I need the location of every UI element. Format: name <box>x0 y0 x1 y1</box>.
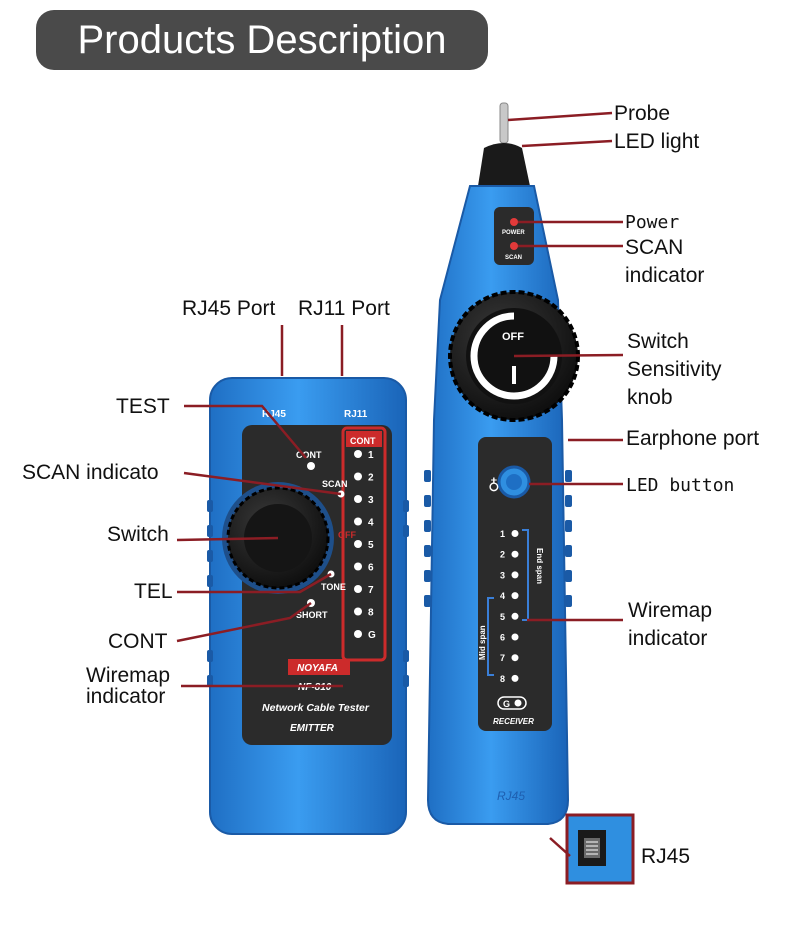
receiver-pin-label: 5 <box>500 612 505 622</box>
emitter-pin-led <box>354 630 362 638</box>
flashlight-icon: ♁ <box>488 476 500 495</box>
callout-probe: Probe <box>614 102 671 125</box>
emitter-pin-led <box>354 562 362 571</box>
callout-tel: TEL <box>134 580 173 603</box>
receiver-knob-off: OFF <box>502 331 524 343</box>
receiver-pin-led <box>511 571 519 579</box>
callout-cont: CONT <box>108 630 168 653</box>
receiver-pin-led <box>511 612 519 620</box>
emitter-role: EMITTER <box>290 723 335 734</box>
receiver-pin-label: 1 <box>500 529 505 539</box>
brand-badge <box>288 659 350 675</box>
callout-test: TEST <box>116 395 170 418</box>
rj45-inset <box>549 813 635 885</box>
receiver-scan-label: SCAN <box>505 255 522 261</box>
emitter-rj11-label: RJ11 <box>344 409 368 420</box>
receiver-pin-led <box>511 550 519 558</box>
callout-wiremap-right-line1: Wiremap <box>628 599 713 622</box>
emitter-pin-label: 1 <box>368 450 374 461</box>
receiver-rj45-mark: RJ45 <box>497 789 525 803</box>
receiver-pin-led <box>511 674 519 682</box>
emitter-pin-label: 7 <box>368 585 374 596</box>
callout-scan-indicator-right-line1: SCAN <box>625 236 684 259</box>
callout-scan-indicator-right: SCAN indicator <box>625 234 704 290</box>
receiver-wiremap-leds: 1 2 3 4 5 6 7 8 <box>500 529 519 684</box>
receiver-pin-led <box>511 654 519 662</box>
callout-led-button: LED button <box>626 475 735 496</box>
emitter-pin-label: 4 <box>368 518 374 529</box>
callout-wiremap-right-line2: indicator <box>628 627 708 650</box>
receiver-pin-label: 4 <box>500 591 505 601</box>
emitter-mode-scan: SCAN <box>322 479 348 489</box>
emitter-pin-label: 3 <box>368 495 374 506</box>
receiver-power-label: POWER <box>502 230 525 236</box>
emitter-wiremap-leds: 1 2 3 4 5 6 7 8G <box>354 450 376 641</box>
emitter-rj45-label: RJ45 <box>262 409 286 420</box>
receiver-pin-led <box>511 592 519 600</box>
callout-rj11-port: RJ11 Port <box>298 297 390 320</box>
receiver-pin-led <box>511 530 519 537</box>
emitter-pin-label: 2 <box>368 473 374 484</box>
emitter-pin-label: 6 <box>368 563 374 574</box>
emitter-mode-cont: CONT <box>296 450 322 460</box>
callout-wiremap-left-line2: indicator <box>86 685 166 708</box>
receiver-device: ♁ <box>424 102 580 825</box>
emitter-pin-led <box>354 585 362 593</box>
emitter-pin-label: 5 <box>368 540 374 551</box>
callout-wiremap-left: Wiremap indicator <box>86 665 170 707</box>
callout-switch-right-line2: Sensitivity <box>627 358 722 381</box>
callout-power: Power <box>625 212 680 233</box>
page-title: Products Description <box>36 10 488 70</box>
receiver-pin-label: 2 <box>500 550 505 560</box>
receiver-ground-label: G <box>503 699 510 709</box>
leader-lines <box>176 111 624 688</box>
receiver-pin-led <box>511 633 519 641</box>
callout-led-light: LED light <box>614 130 700 153</box>
emitter-pin-led <box>354 607 362 616</box>
emitter-pin-led <box>354 472 362 481</box>
brand-logo: NOYAFA <box>297 663 338 674</box>
receiver-pin-label: 3 <box>500 570 505 580</box>
callout-switch-right-line3: knob <box>627 386 673 409</box>
emitter-pin-label: G <box>368 630 376 641</box>
emitter-pin-led <box>354 450 362 458</box>
callout-switch: Switch <box>107 523 169 546</box>
emitter-pin-led <box>354 540 362 548</box>
emitter-cont-box-label: CONT <box>350 436 376 446</box>
callout-earphone-port: Earphone port <box>626 427 760 450</box>
callout-wiremap-left-line1: Wiremap <box>86 664 171 687</box>
emitter-mode-short: SHORT <box>296 610 328 620</box>
receiver-pin-label: 6 <box>500 633 505 643</box>
callout-scan-indicator-right-line2: indicator <box>625 264 705 287</box>
emitter-pin-led <box>354 517 362 526</box>
receiver-pin-label: 8 <box>500 674 505 684</box>
callout-rj45-port: RJ45 Port <box>182 297 276 320</box>
model-number: NF-810 <box>298 682 332 693</box>
callout-switch-right-line1: Switch <box>627 330 689 353</box>
receiver-pin-label: 7 <box>500 653 505 663</box>
emitter-pin-label: 8 <box>368 608 374 619</box>
receiver-role: RECEIVER <box>493 717 534 726</box>
callout-scan-indicator: SCAN indicato <box>22 461 159 484</box>
mid-span-label: Mid span <box>478 625 487 660</box>
callout-wiremap-right: Wiremap indicator <box>628 597 712 653</box>
end-span-label: End span <box>535 548 544 584</box>
callout-switch-sensitivity: Switch Sensitivity knob <box>627 328 722 412</box>
emitter-mode-tone: TONE <box>321 582 346 592</box>
product-name: Network Cable Tester <box>262 702 370 714</box>
emitter-mode-off: OFF <box>338 530 356 540</box>
callout-rj45: RJ45 <box>641 845 691 868</box>
emitter-test-led <box>307 462 315 470</box>
emitter-pin-led <box>354 495 362 503</box>
